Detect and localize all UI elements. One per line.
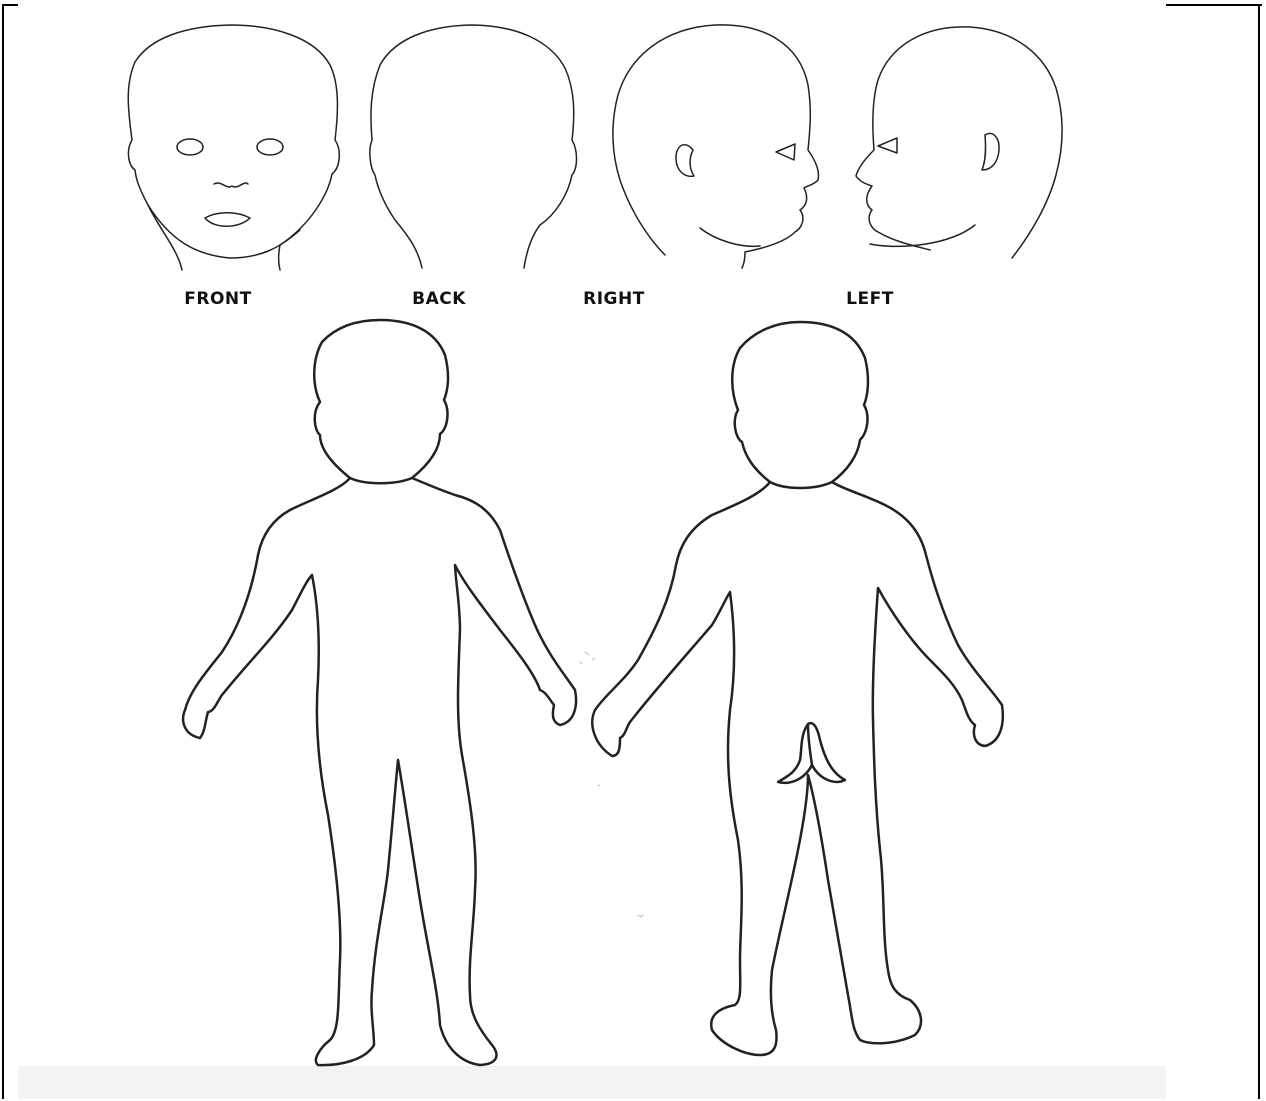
body-front bbox=[183, 320, 576, 1065]
head-back bbox=[370, 25, 577, 268]
label-right: RIGHT bbox=[583, 289, 645, 309]
label-back: BACK bbox=[412, 289, 466, 309]
head-left bbox=[856, 27, 1062, 258]
label-left: LEFT bbox=[846, 289, 894, 309]
body-back bbox=[592, 322, 1003, 1055]
head-right bbox=[613, 25, 819, 268]
head-front bbox=[128, 25, 339, 270]
label-front: FRONT bbox=[184, 289, 251, 309]
